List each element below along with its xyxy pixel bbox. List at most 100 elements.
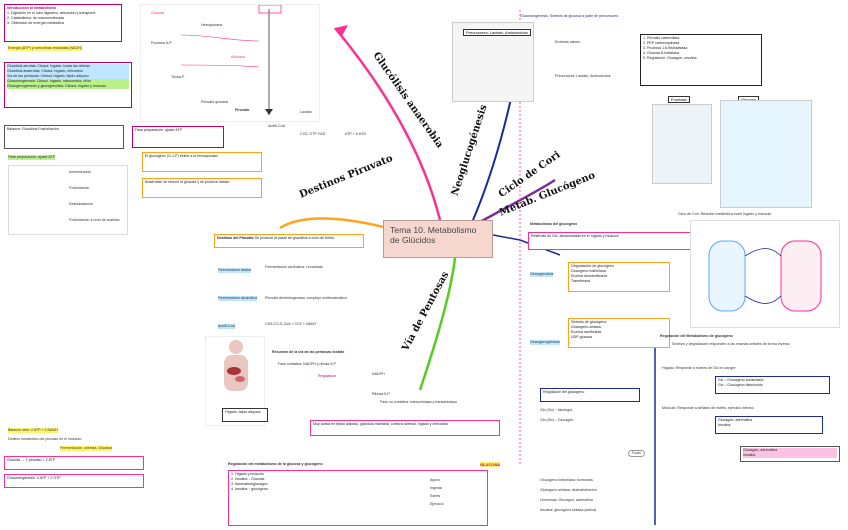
pathway-enzyme: Glucosa <box>151 11 165 15</box>
pentosas-regulacion: Regulación <box>318 374 336 378</box>
bottom-right-line: Glucógeno fosforilasa: hormonas <box>540 478 593 482</box>
glucogenogenesis-item: UDP-glucosa <box>571 335 593 339</box>
central-topic[interactable]: Tema 10. Metabolismo de Glúcidos <box>383 220 493 258</box>
neo-precursors-label: Precursores: Lactato, Aminoácidos <box>555 74 611 78</box>
bottom-right-title-box: Regulación del glucógeno <box>540 388 640 402</box>
bottom-reg-right: Ayuno <box>430 478 441 482</box>
fase-item: Glucólisis anaerobia: Citosol, hígado, e… <box>7 69 129 74</box>
pentosas-note-box: Muy activa en tejido adiposo, glándula m… <box>310 420 500 436</box>
cori-diagram <box>708 240 822 312</box>
pathway-enzyme: Hexoquinasa <box>201 23 222 27</box>
neo-enzima-item: 4. Glucosa 6-fosfatasa <box>643 51 679 55</box>
bottom-right-item: Glc (Glc) ↓ Glucagón <box>540 418 574 422</box>
neo-title-text: Gluconeogénesis <box>520 14 548 18</box>
link-glucolisis <box>334 27 442 221</box>
fase-item: Glucólisis aerobia: Citosol, hígado, tod… <box>7 64 129 69</box>
musculo-box: Glucagón, adrenalina Insulina <box>715 416 823 434</box>
formula-box-1: Glucosa → 2 piruvato + 2 ATP <box>4 456 144 470</box>
pathway-enzyme: Piruvato quinasa <box>201 100 228 104</box>
human-body-icon <box>224 340 248 391</box>
glucogenogenesis-item: Enzima ramificante <box>571 330 602 334</box>
glucogenogenesis-item: Glucógeno sintasa <box>571 325 601 329</box>
destinos-desc: Se produce al pasar de glucólisis a cicl… <box>254 236 335 240</box>
glucogenolisis-item: Degradación de glucógeno <box>571 264 614 268</box>
glucogenogenesis-box: Síntesis de glucógeno Glucógeno sintasa … <box>568 318 670 348</box>
link-destinos <box>279 217 396 232</box>
bottom-reg-right: Ejercicio <box>430 502 444 506</box>
formula-1: Balance neto: 2 ATP + 2 NADH <box>8 428 58 433</box>
fase-preparacion-label: Fase preparación: ajuste ATP <box>8 155 56 160</box>
destino-acetil: CH3-CO-S-CoA + CO2 + NADH <box>265 322 317 326</box>
atp-products: ATP + 6 H2O <box>345 132 367 136</box>
neo-fig-label: Precursores: Lactato, Aminoácidos <box>463 29 531 36</box>
glucogenolisis-item: Glucógeno fosforilasa <box>571 269 606 273</box>
glucogeno-storage-text: Reservas de Glc. almacenadas en el hígad… <box>531 234 619 238</box>
bottom-reg-box: 1. Hígado y músculo 2. Insulina ↓ Glucos… <box>228 470 488 526</box>
destino-item[interactable]: Acetil-CoA <box>218 324 235 329</box>
link-pentosas <box>418 257 457 391</box>
glycolysis-steps-figure: Isomerización Fosforilación Deshidrataci… <box>8 165 128 235</box>
bottom-reg-item: 2. Insulina ↓ Glucosa <box>231 477 265 481</box>
insulina-box: Glucagón, adrenalina Insulina <box>740 446 840 462</box>
piruvato-label: Piruvato <box>235 108 250 112</box>
pathway-enzyme: Fructosa 6-P <box>151 41 172 45</box>
pentosas-nadph: NADPH <box>372 372 385 376</box>
insulina-glucagon: Glucagón, adrenalina <box>743 448 837 453</box>
cori-title: Ciclo de Cori: Relación metabólica entre… <box>678 212 772 216</box>
intro-title: Introducción al metabolismo <box>7 6 56 10</box>
pathway-arrows <box>180 5 282 115</box>
neo-enzima-item: 3. Fructosa 1,6-bisfosfatasa <box>643 46 688 50</box>
glucogenogenesis-label[interactable]: Glucogenogénesis <box>530 340 560 345</box>
destino-item[interactable]: Fermentación láctica <box>218 268 252 273</box>
higado-box: Glc ↑ Glucógeno aumentado Glc ↓ Glucógen… <box>715 376 830 394</box>
insulina-insulina: Insulina <box>743 453 837 458</box>
glucogeno-storage: Reservas de Glc. almacenadas en el hígad… <box>528 232 696 250</box>
musculo-label: Músculo: Responde a señales de estrés, e… <box>662 406 754 410</box>
acetil-coa: Acetil-CoA <box>268 124 285 128</box>
destino-item[interactable]: Fermentación alcohólica <box>218 296 257 301</box>
glucosa-tag: GLUCOSA <box>480 462 500 467</box>
bottom-reg-right: Ingesta <box>430 486 442 490</box>
pathway-enzyme: Triosa-P <box>171 75 185 79</box>
step-item: Deshidratación <box>69 202 93 206</box>
formula-2: Destino metabólico del piruvato en el mú… <box>8 437 82 441</box>
bottom-right-line: Insulina: glucógeno sintasa (activa) <box>540 508 597 512</box>
bottom-reg-item: 3. Adrenalina/glucagón <box>231 482 268 486</box>
destinos-title: Destinos del Piruvato <box>217 236 254 240</box>
glucogeno-title: Metabolismo del glucógeno <box>530 222 578 226</box>
neo-fig2 <box>720 100 812 208</box>
bottom-right-title: Regulación del glucógeno <box>543 390 585 394</box>
pentosas-title: Resumen de la vía de las pentosas fosfat… <box>272 350 345 354</box>
balance-text: Balance: Glucólisis Fosforilación <box>7 127 59 131</box>
bottom-right-line: Hormonas: Glucagón, adrenalina <box>540 498 593 502</box>
intro-line: 1. Digestión en el tubo digestivo, absor… <box>7 11 96 15</box>
glucogenolisis-box: Degradación de glucógeno Glucógeno fosfo… <box>568 262 670 292</box>
bottom-reg-right: Estrés <box>430 494 441 498</box>
higado-disminuye: Glc ↓ Glucógeno disminuido <box>718 383 763 387</box>
pathway-enzyme: Aldolasa <box>231 55 245 59</box>
note-anaerobia: Anaerobia: se reduce la glucosa y se pro… <box>142 178 262 198</box>
pentosas-oxidativa: Fase oxidativa: NADPH y ribosa 5-P <box>278 362 336 366</box>
note-hexoquinasa: El glucógeno (G-1-P) inhibe a la hexoqui… <box>142 152 262 172</box>
neo-fig1 <box>652 104 712 184</box>
fase-preparacion-box: Fase preparación: ajuste ATP <box>132 126 224 148</box>
intro-line: 2. Catabolismo: de macromoléculas <box>7 16 65 20</box>
pentosas-note: Muy activa en tejido adiposo, glándula m… <box>313 422 449 426</box>
intro-line: 3. Obtención de energía metabólica <box>7 21 64 25</box>
musculo-glucagon: Glucagón, adrenalina <box>718 418 753 422</box>
formula-box-1-text: Glucosa → 2 piruvato + 2 ATP <box>7 458 56 462</box>
glucogenolisis-item: Transferasa <box>571 279 591 283</box>
organs-label: Hígado, tejido adiposo <box>225 410 261 414</box>
fase-item: Gluconeogénesis: Citosol, hígado, mitoco… <box>7 79 129 84</box>
fase-item: Glucogenogénesis y glucogenolisis: Citos… <box>7 84 129 89</box>
formula-box-2: Gluconeogénesis: 4 ATP + 2 GTP <box>4 474 144 488</box>
step-item: Isomerización <box>69 170 92 174</box>
glucogenolisis-label[interactable]: Glucogenolisis <box>530 272 554 277</box>
neo-desc: Síntesis de glucosa a partir de precurso… <box>549 14 619 18</box>
neo-enzimas-label: Enzimas claves <box>555 40 580 44</box>
bottom-right-ghost: Fosfo <box>628 450 645 457</box>
neo-enzima-item: 5. Regulación: Glucagón, insulina <box>643 56 697 60</box>
higado-aumenta: Glc ↑ Glucógeno aumentado <box>718 378 764 382</box>
regulacion-title: Regulación del Metabolismo de glucógeno <box>660 334 733 338</box>
